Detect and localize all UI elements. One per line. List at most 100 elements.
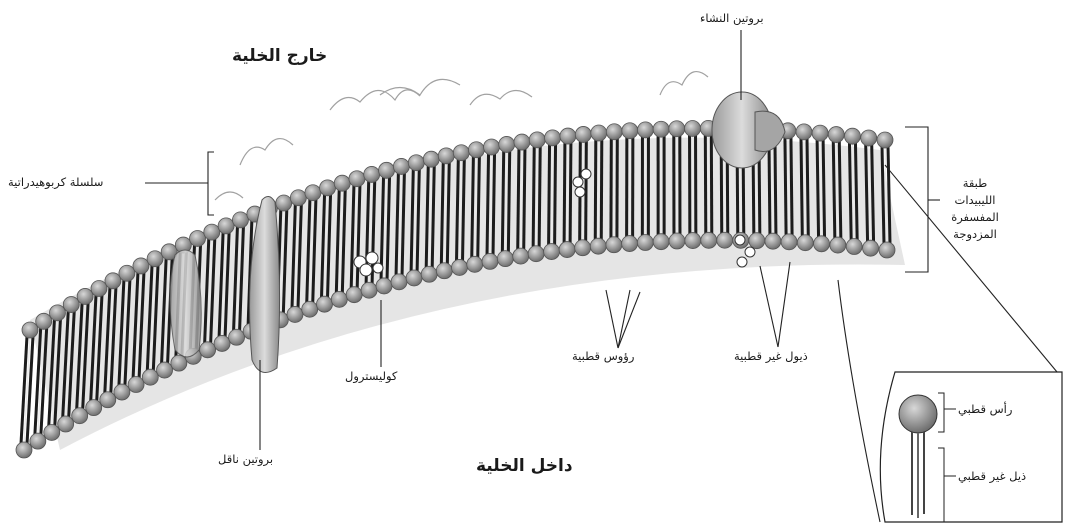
polar-head <box>797 235 813 251</box>
lipid-tail <box>570 142 571 244</box>
polar-head <box>453 145 469 161</box>
polar-head <box>63 297 79 313</box>
polar-head <box>44 424 60 440</box>
polar-head <box>147 251 163 267</box>
lipid-tail <box>564 142 565 244</box>
polar-head <box>717 232 733 248</box>
polar-head <box>334 175 350 191</box>
polar-head <box>302 301 318 317</box>
polar-head <box>58 416 74 432</box>
polar-head <box>467 256 483 272</box>
lipid-tail <box>555 144 556 246</box>
lipid-tail <box>518 148 519 250</box>
polar-head <box>190 230 206 246</box>
lipid-tail <box>882 146 884 244</box>
polar-head <box>320 180 336 196</box>
polar-head <box>749 233 765 249</box>
lipid-tail-highlight <box>552 144 553 246</box>
lipid-tail <box>872 144 874 242</box>
polar-head <box>559 242 575 258</box>
polar-head <box>814 236 830 252</box>
polar-heads-label: رؤوس قطبية <box>572 349 634 363</box>
polar-head <box>497 251 513 267</box>
polar-head <box>590 238 606 254</box>
lipid-tail <box>441 162 443 265</box>
polar-head <box>529 132 545 148</box>
polar-head <box>171 355 187 371</box>
lipid-tail <box>849 142 851 240</box>
polar-head <box>361 282 377 298</box>
lipid-tail <box>817 139 818 238</box>
polar-head <box>421 266 437 282</box>
lipid-tail <box>457 159 459 262</box>
lipid-tail <box>426 165 428 268</box>
polar-head <box>105 273 121 289</box>
lipid-tail <box>472 156 474 259</box>
lipid-tail <box>21 336 27 444</box>
lipid-tail <box>866 144 868 242</box>
polar-head <box>606 237 622 253</box>
lipid-tail <box>508 150 509 252</box>
polar-head <box>77 288 93 304</box>
lipid-tail <box>447 162 449 265</box>
lipid-tail <box>785 137 786 236</box>
polar-head <box>218 218 234 234</box>
polar-head <box>16 442 32 458</box>
polar-head <box>513 248 529 264</box>
polar-head <box>229 329 245 345</box>
polar-head <box>575 240 591 256</box>
lipid-tail <box>549 144 550 246</box>
polar-head <box>30 433 46 449</box>
polar-head <box>438 148 454 164</box>
polar-head <box>22 322 38 338</box>
polar-head <box>606 124 622 140</box>
polar-head <box>528 246 544 262</box>
polar-head <box>346 287 362 303</box>
polar-head <box>214 335 230 351</box>
polar-head <box>499 136 515 152</box>
carbohydrate-chain-label: سلسلة كربوهيدراتية <box>8 175 103 189</box>
lipid-tail <box>502 150 503 252</box>
polar-head <box>133 258 149 274</box>
nonpolar-tail-label: ذيل غير قطبي <box>958 469 1026 483</box>
polar-head <box>290 190 306 206</box>
polar-head <box>331 291 347 307</box>
polar-head <box>142 369 158 385</box>
transport-protein-label: بروتين ناقل <box>218 452 273 466</box>
polar-head <box>560 128 576 144</box>
polar-head <box>544 244 560 260</box>
polar-head <box>452 259 468 275</box>
lipid-tail <box>823 139 824 238</box>
polar-head <box>484 139 500 155</box>
peripheral-protein <box>170 250 201 357</box>
polar-head <box>316 296 332 312</box>
polar-head <box>200 342 216 358</box>
lipid-tail <box>801 138 802 237</box>
lipid-tail <box>839 141 841 240</box>
lipid-tail <box>493 153 495 255</box>
polar-head <box>364 166 380 182</box>
polar-head <box>408 155 424 171</box>
polar-head <box>828 127 844 143</box>
polar-head <box>305 185 321 201</box>
polar-head <box>622 236 638 252</box>
lipid-tail <box>539 146 540 248</box>
lipid-tail <box>595 139 596 240</box>
polar-head <box>637 235 653 251</box>
polar-head <box>423 151 439 167</box>
nonpolar-tails-label: ذيول غير قطبية <box>734 349 808 363</box>
polar-head <box>406 270 422 286</box>
lipid-tail <box>791 137 792 236</box>
polar-head <box>436 263 452 279</box>
polar-head <box>861 130 877 146</box>
polar-head <box>276 195 292 211</box>
polar-head <box>877 132 893 148</box>
lipid-tail <box>533 146 534 248</box>
lipid-tail-highlight <box>567 142 568 244</box>
bilayer-label-line-1: طبقة <box>940 175 1010 192</box>
polar-head <box>685 233 701 249</box>
polar-head <box>669 121 685 137</box>
polar-head <box>812 125 828 141</box>
